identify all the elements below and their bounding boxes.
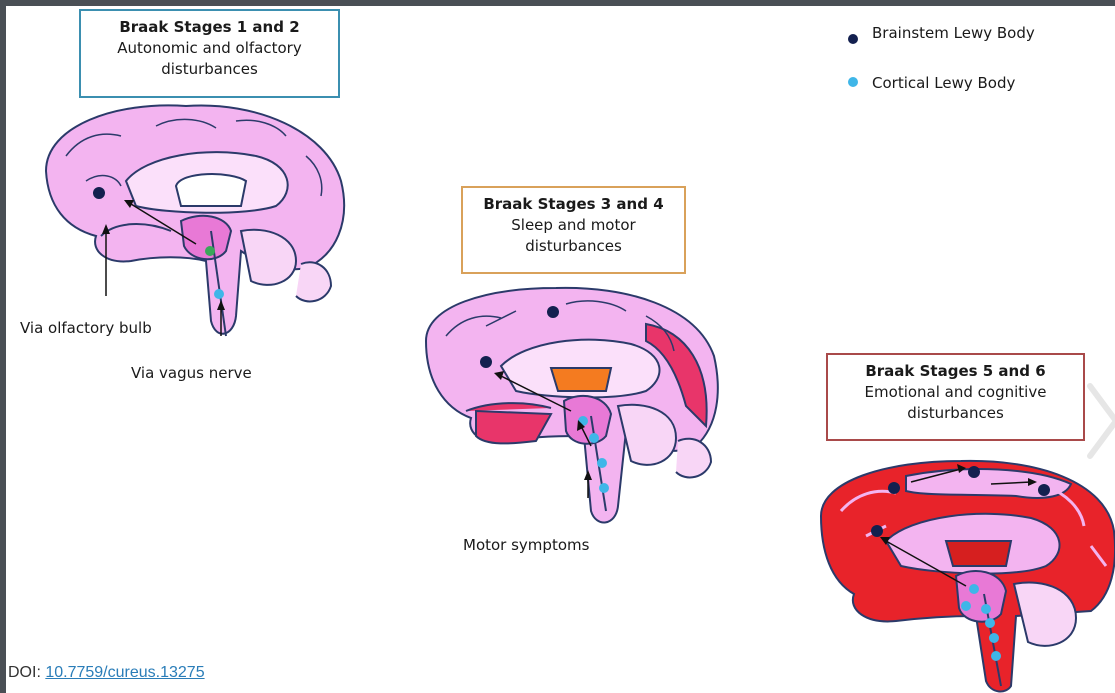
doi-label: DOI:: [8, 664, 41, 681]
doi-link[interactable]: 10.7759/cureus.13275: [45, 664, 204, 681]
motor-symptoms-label: Motor symptoms: [463, 536, 589, 554]
olfactory-bulb-label: Via olfactory bulb: [20, 319, 152, 337]
figure-canvas: Braak Stages 1 and 2 Autonomic and olfac…: [6, 6, 1115, 693]
vagus-nerve-label: Via vagus nerve: [131, 364, 252, 382]
brain-stage-5-6: [6, 6, 1115, 693]
doi-footer: DOI: 10.7759/cureus.13275: [8, 664, 205, 682]
next-arrow-icon[interactable]: [1084, 376, 1115, 466]
